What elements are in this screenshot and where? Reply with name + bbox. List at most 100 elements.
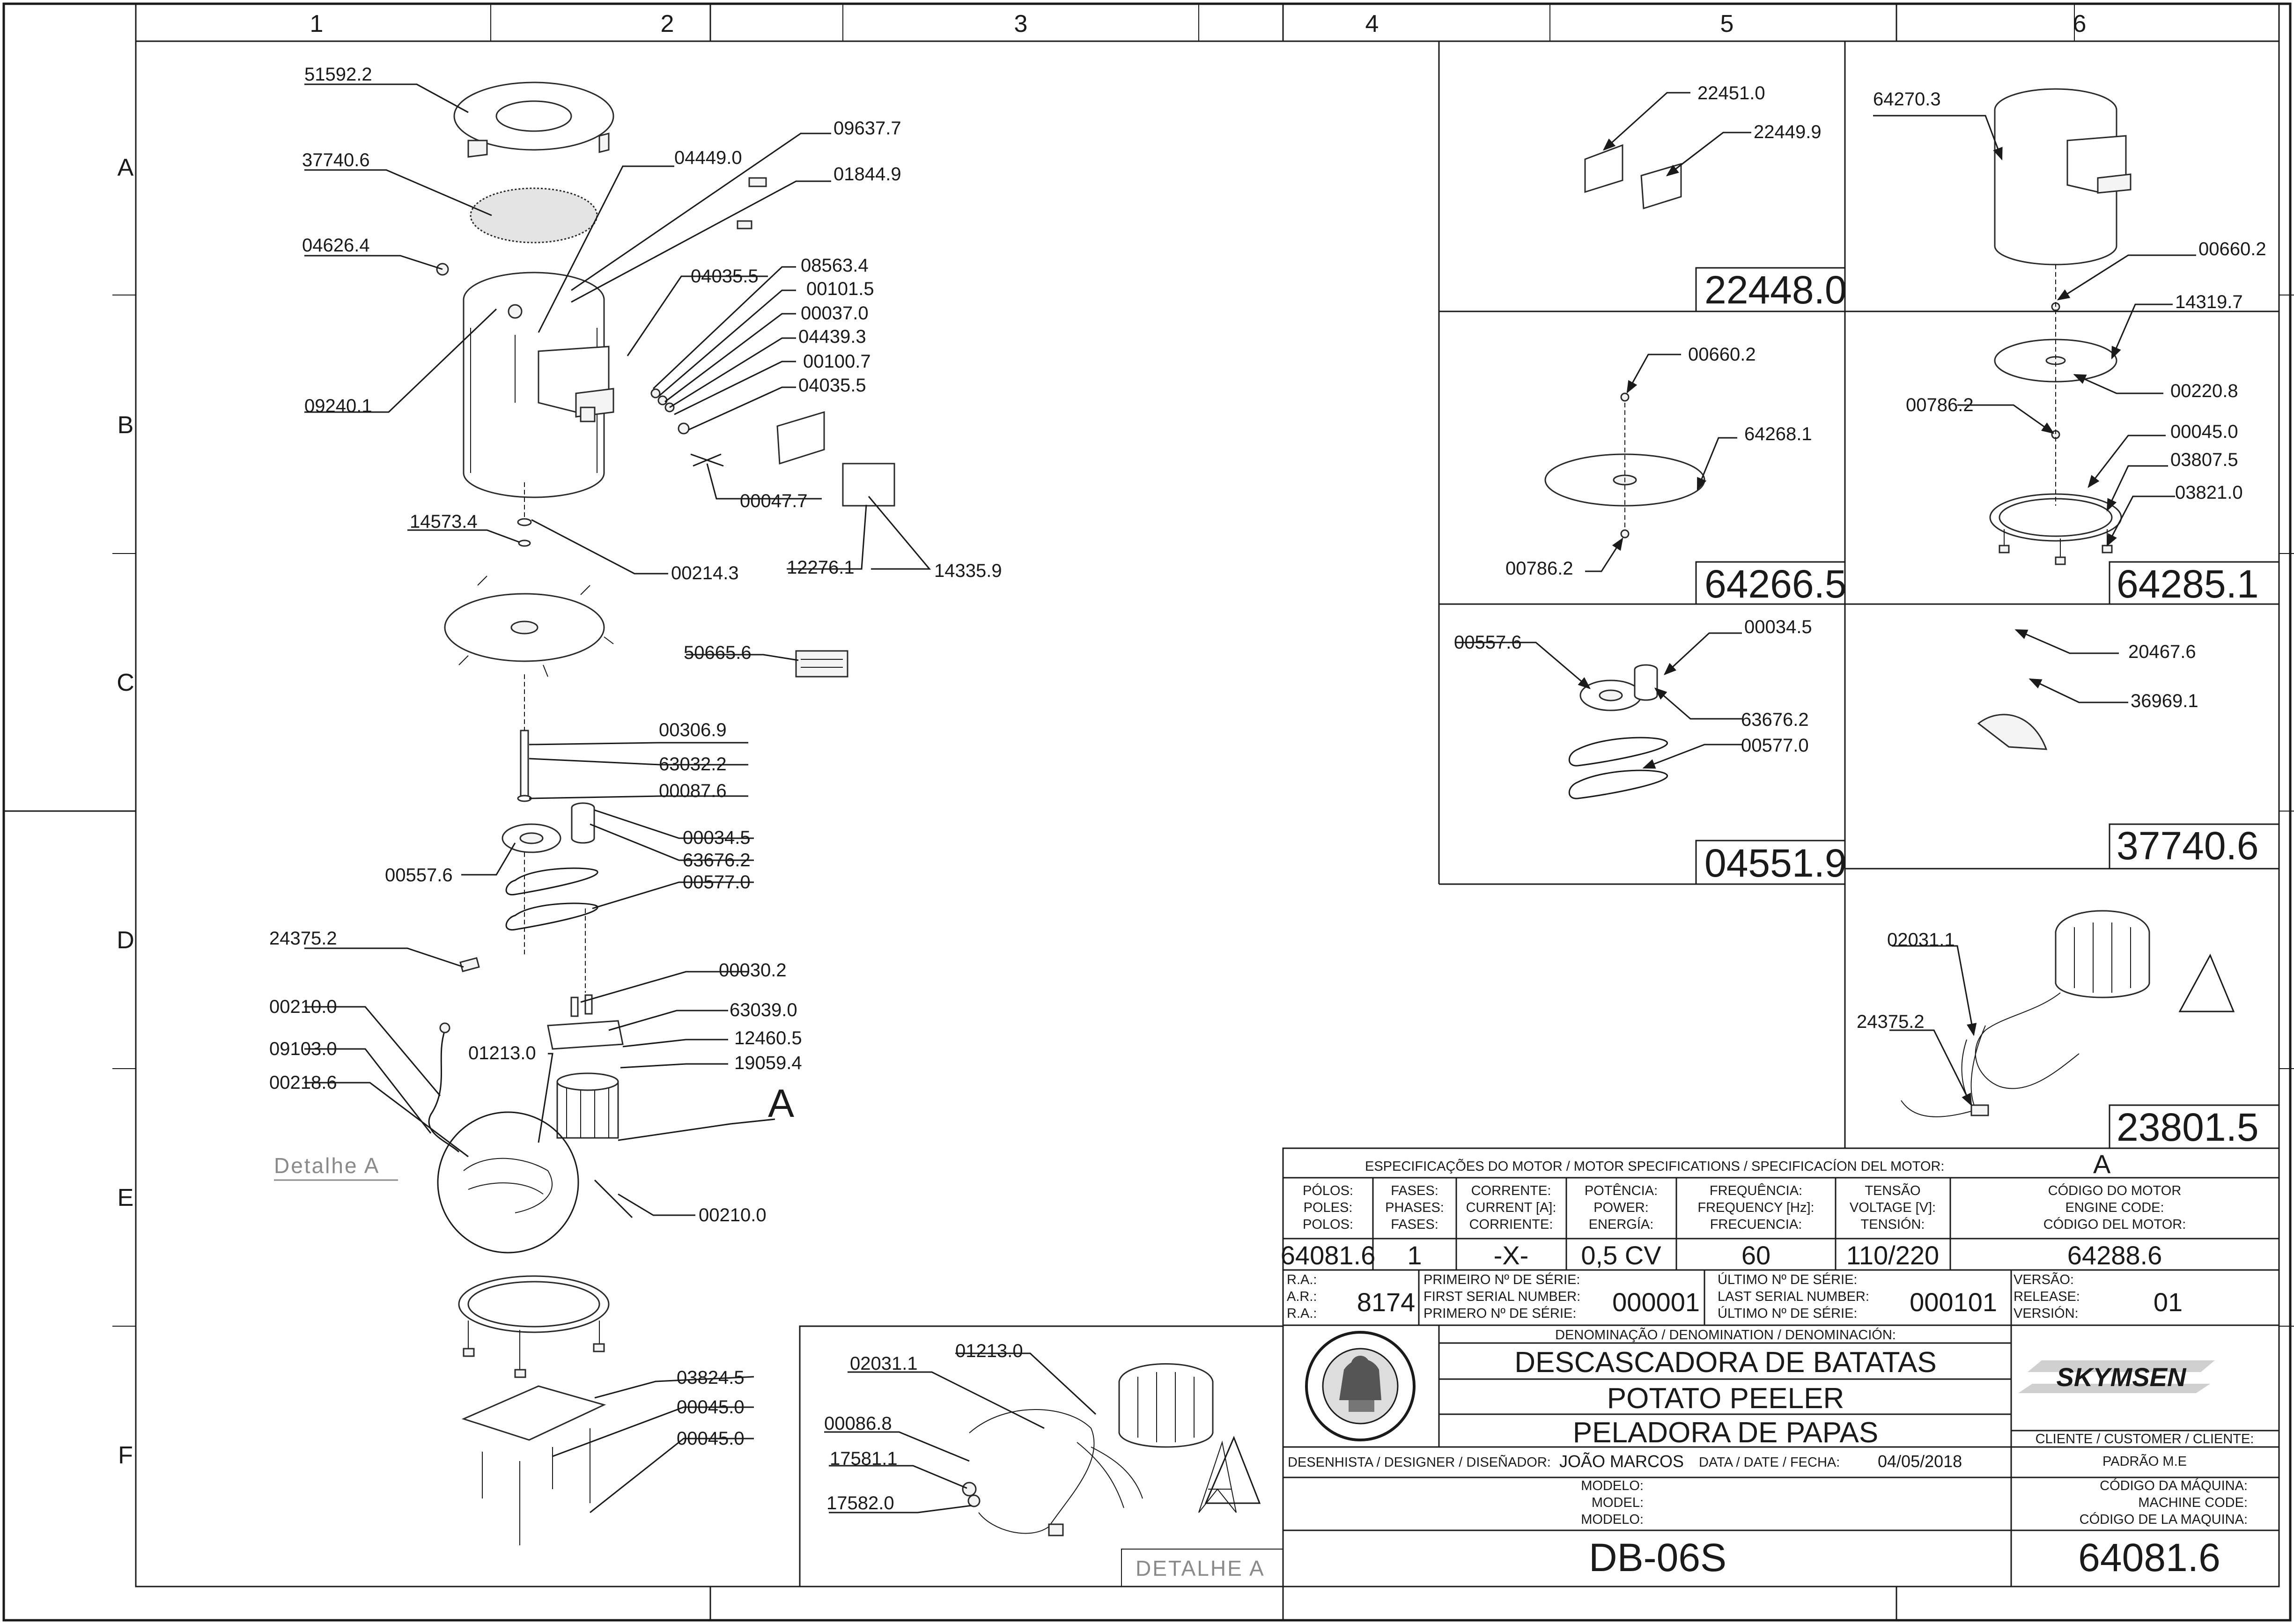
voltage-label-en: VOLTAGE [V]: — [1850, 1200, 1936, 1215]
kit-64285-part-6: 00045.0 — [2170, 421, 2238, 442]
part-label-19059-4: 19059.4 — [734, 1053, 802, 1073]
kit-64285-part-7: 03807.5 — [2170, 450, 2238, 470]
service-stamp-logo — [1305, 1331, 1416, 1441]
power-label-es: ENERGÍA: — [1589, 1217, 1654, 1232]
col-label-1: 1 — [310, 10, 324, 37]
part-label-09637-7: 09637.7 — [834, 118, 901, 139]
poles-label-es: POLOS: — [1303, 1217, 1353, 1232]
kit-04551-code: 04551.9 — [1704, 841, 1847, 885]
brand-wordmark: SKYMSEN — [2057, 1362, 2187, 1392]
part-label-50665-6: 50665.6 — [684, 642, 752, 663]
machine-code-value: 64081.6 — [2078, 1535, 2220, 1580]
machine-code-label-en: MACHINE CODE: — [2138, 1495, 2248, 1510]
detail-label-02031-1: 02031.1 — [850, 1353, 918, 1374]
detail-a-labels: 02031.1 01213.0 00086.8 17581.1 17582.0 — [824, 1341, 1023, 1513]
poles-label-en: POLES: — [1304, 1200, 1353, 1215]
detail-label-box: DETALHE A — [1136, 1556, 1265, 1580]
part-label-04439-3: 04439.3 — [798, 326, 866, 347]
ra-label-es: R.A.: — [1287, 1306, 1317, 1321]
part-label-00030-2: 00030.2 — [719, 960, 787, 981]
kit-64285-part-5: 00220.8 — [2170, 381, 2238, 401]
current-label-pt: CORRENTE: — [1471, 1183, 1551, 1198]
part-label-04035-5b: 04035.5 — [798, 375, 866, 396]
part-label-00100-7: 00100.7 — [803, 351, 871, 372]
kit-22448-part-2: 22449.9 — [1754, 122, 1822, 142]
col-label-3: 3 — [1014, 10, 1028, 37]
customer-label: CLIENTE / CUSTOMER / CLIENTE: — [2036, 1432, 2254, 1447]
release-value: 01 — [2154, 1287, 2183, 1317]
title-block: ESPECIFICAÇÕES DO MOTOR / MOTOR SPECIFIC… — [1281, 1147, 2280, 1587]
col-label-4: 4 — [1365, 10, 1379, 37]
machine-code-label-pt: CÓDIGO DA MÁQUINA: — [2100, 1478, 2248, 1493]
kit-64285-part-3: 14319.7 — [2175, 292, 2243, 312]
last-serial-label-es: ÚLTIMO Nº DE SÉRIE: — [1718, 1306, 1857, 1321]
part-label-00214-3: 00214.3 — [671, 563, 739, 583]
voltage-label-es: TENSIÓN: — [1861, 1217, 1925, 1232]
row-label-b: B — [118, 412, 134, 439]
peeler-body-part — [463, 272, 614, 498]
part-label-09103-0: 09103.0 — [269, 1039, 337, 1059]
part-label-37740-6: 37740.6 — [302, 150, 370, 170]
kit-23801-part-2: 24375.2 — [1857, 1011, 1925, 1032]
part-label-00210-0b: 00210.0 — [699, 1205, 767, 1225]
release-label-pt: VERSÃO: — [2014, 1271, 2074, 1287]
first-serial-label-pt: PRIMEIRO Nº DE SÉRIE: — [1424, 1272, 1580, 1287]
kit-37740-code: 37740.6 — [2117, 824, 2259, 868]
row-label-f: F — [118, 1442, 133, 1469]
kit-64266-code: 64266.5 — [1704, 562, 1847, 606]
detail-label-01213-0: 01213.0 — [955, 1341, 1023, 1361]
engine-code-label-es: CÓDIGO DEL MOTOR: — [2043, 1217, 2186, 1232]
kit-37740-part-1: 20467.6 — [2128, 642, 2196, 662]
part-label-01844-9: 01844.9 — [834, 164, 901, 185]
part-label-63676-2: 63676.2 — [683, 850, 751, 871]
kit-64266-part-3: 00786.2 — [1505, 558, 1573, 579]
product-name-es: PELADORA DE PAPAS — [1573, 1417, 1878, 1449]
kit-23801-part-1: 02031.1 — [1887, 930, 1955, 950]
part-label-51592-2: 51592.2 — [304, 64, 372, 85]
part-label-00037-0: 00037.0 — [801, 303, 869, 324]
detail-a-leaders — [824, 1352, 1097, 1513]
designer-label: DESENHISTA / DESIGNER / DISEÑADOR: — [1288, 1454, 1551, 1470]
abrasive-disc-part — [470, 187, 598, 244]
ra-value: 8174 — [1357, 1287, 1416, 1317]
part-label-04035-5a: 04035.5 — [691, 266, 759, 287]
part-label-04449-0: 04449.0 — [674, 148, 742, 168]
part-label-00034-5: 00034.5 — [683, 827, 751, 848]
first-serial-value: 000001 — [1612, 1287, 1700, 1317]
power-label-en: POWER: — [1593, 1200, 1649, 1215]
power-label-pt: POTÊNCIA: — [1585, 1183, 1658, 1198]
release-label-en: RELEASE: — [2014, 1289, 2080, 1304]
first-serial-label-es: PRIMERO Nº DE SÉRIE: — [1424, 1306, 1576, 1321]
detail-label-00086-8: 00086.8 — [824, 1413, 892, 1434]
part-label-12460-5: 12460.5 — [734, 1028, 802, 1048]
voltage-value: 110/220 — [1846, 1240, 1939, 1270]
kit-64266-part-2: 64268.1 — [1744, 424, 1812, 444]
phases-label-es: FASES: — [1391, 1217, 1438, 1232]
part-label-00306-9: 00306.9 — [659, 720, 727, 740]
lid-part — [453, 81, 614, 158]
part-label-00210-0a: 00210.0 — [269, 997, 337, 1017]
leader-lines — [304, 83, 931, 1513]
first-serial-label-en: FIRST SERIAL NUMBER: — [1424, 1289, 1580, 1304]
voltage-label-pt: TENSÃO — [1865, 1182, 1920, 1198]
date-label: DATA / DATE / FECHA: — [1699, 1455, 1840, 1470]
main-part-labels: 51592.2 37740.6 04626.4 09240.1 04449.0 … — [269, 64, 1002, 1449]
part-label-63039-0: 63039.0 — [730, 1000, 797, 1020]
kit-64285-part-8: 03821.0 — [2175, 482, 2243, 503]
ra-label-pt: R.A.: — [1287, 1272, 1317, 1287]
phases-label-pt: FASES: — [1391, 1183, 1438, 1198]
kit-64266-panel: 00660.2 64268.1 00786.2 64266.5 — [1505, 344, 1847, 606]
poles-value: 64081.6 — [1281, 1240, 1375, 1270]
col-label-5: 5 — [1720, 10, 1734, 37]
release-label-es: VERSIÓN: — [2014, 1306, 2079, 1321]
current-label-en: CURRENT [A]: — [1466, 1200, 1556, 1215]
grid-labels: 1 2 3 4 5 6 A B C D E F — [117, 10, 2086, 1469]
detail-label-17582-0: 17582.0 — [826, 1493, 894, 1513]
kit-23801-code: 23801.5 — [2117, 1105, 2259, 1149]
model-label-en: MODEL: — [1592, 1495, 1644, 1510]
detail-marker-a: A — [768, 1081, 794, 1125]
col-label-6: 6 — [2073, 10, 2087, 37]
poles-label-pt: PÓLOS: — [1303, 1183, 1353, 1198]
part-label-09240-1: 09240.1 — [304, 396, 372, 416]
